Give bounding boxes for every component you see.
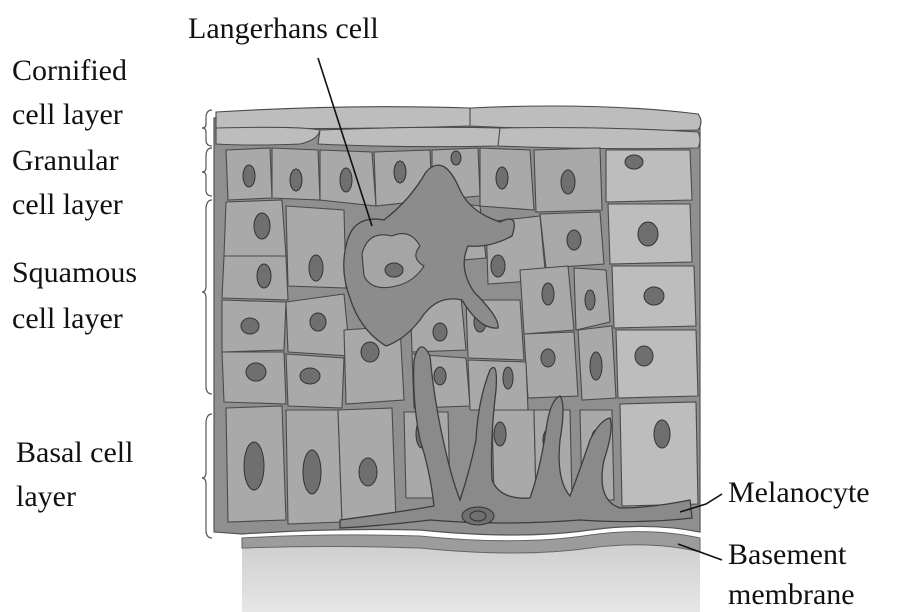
- squamous-label-line2: cell layer: [12, 302, 123, 335]
- granular-label-line1: Granular: [12, 144, 119, 177]
- squamous-label-line1: Squamous: [12, 256, 137, 289]
- cornified-label-line1: Cornified: [12, 54, 127, 87]
- melanocyte-label: Melanocyte: [728, 476, 870, 509]
- dermis: [242, 545, 700, 612]
- cornified-label-line2: cell layer: [12, 98, 123, 131]
- squamous-brace: [202, 200, 212, 394]
- granular-brace: [202, 148, 212, 196]
- cornified-brace: [202, 110, 212, 146]
- basement-label-line1: Basement: [728, 538, 847, 571]
- cornified-layer: [216, 106, 701, 149]
- basement-label-line2: membrane: [728, 578, 855, 611]
- basal-brace: [202, 414, 212, 538]
- langerhans-cell-label: Langerhans cell: [188, 12, 379, 45]
- basal-label-line1: Basal cell: [16, 436, 133, 469]
- granular-label-line2: cell layer: [12, 188, 123, 221]
- basal-label-line2: layer: [16, 480, 76, 513]
- layer-braces: [202, 110, 212, 538]
